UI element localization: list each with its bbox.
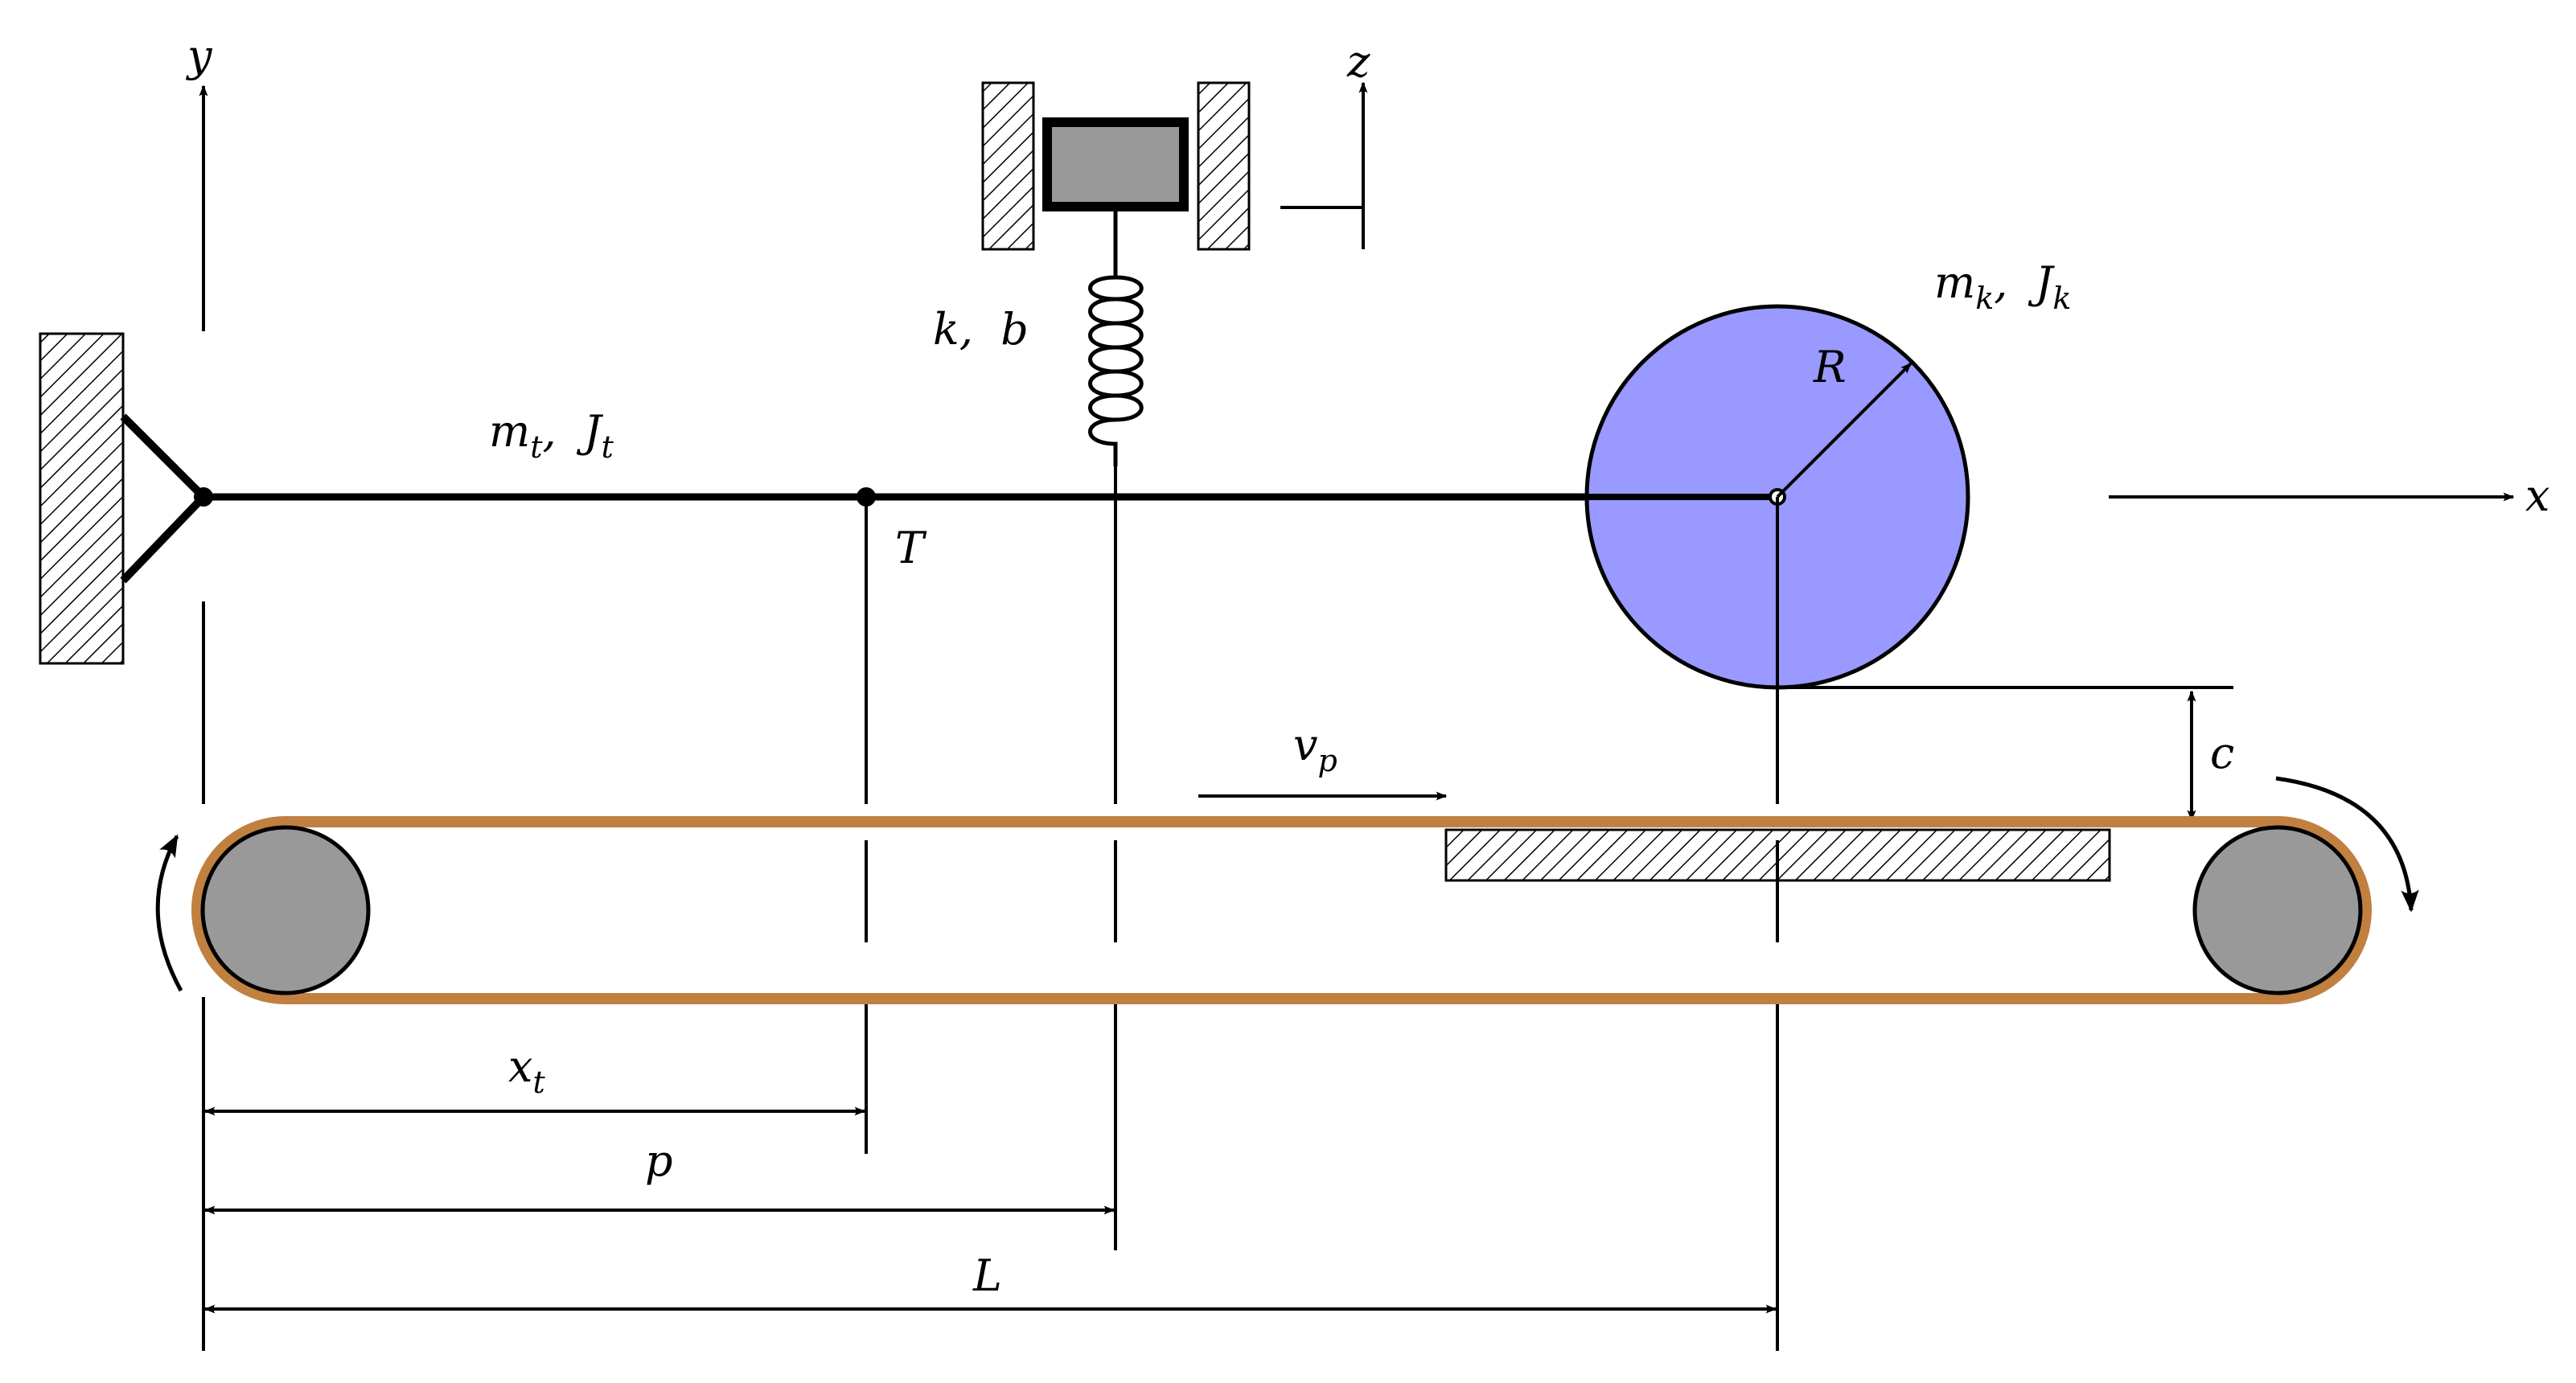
- gap-label: c: [2210, 728, 2234, 778]
- rotation-arrow-right: [2275, 776, 2419, 913]
- beam-pivot: [194, 487, 213, 507]
- y-axis-label: y: [186, 31, 213, 81]
- l-dimension-label: L: [972, 1250, 1002, 1301]
- disk-mass-label: mk, Jk: [1934, 257, 2071, 316]
- rotation-arrow-left: [155, 834, 183, 992]
- sliding-block: [1042, 117, 1189, 211]
- x-axis-label: x: [2525, 470, 2549, 521]
- p-dimension-label: p: [645, 1135, 673, 1186]
- radius-label: R: [1813, 342, 1847, 392]
- pulley-right: [2192, 825, 2363, 995]
- xt-dimension-label: xt: [508, 1041, 545, 1100]
- radius-arrow: [1776, 362, 1912, 499]
- velocity-label: vp: [1293, 720, 1337, 778]
- belt-platform: [1444, 828, 2111, 882]
- pulley-left: [200, 825, 371, 995]
- beam-mass-label: mt, Jt: [489, 406, 614, 465]
- support-strut-upper: [120, 413, 207, 500]
- left-wall: [39, 332, 125, 665]
- spring-coil: [1088, 257, 1144, 466]
- support-strut-lower: [120, 494, 207, 584]
- conveyor-belt: [191, 816, 2372, 1004]
- spring-damper-label: k, b: [933, 304, 1029, 355]
- guide-wall-left: [981, 81, 1035, 251]
- point-t-label: T: [895, 523, 927, 573]
- guide-wall-right: [1197, 81, 1251, 251]
- z-axis-label: z: [1346, 36, 1370, 87]
